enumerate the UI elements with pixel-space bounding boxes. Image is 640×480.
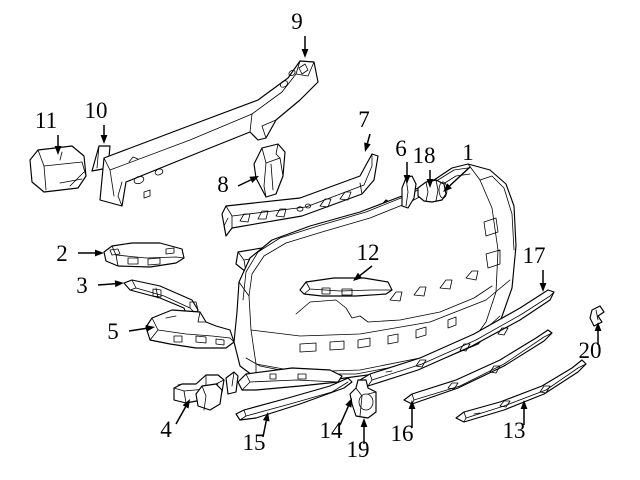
part-fragment-left-edge [225, 371, 239, 395]
callout-4: 4 [160, 399, 190, 442]
arrow-head-icon [95, 249, 104, 257]
callout-9: 9 [291, 9, 309, 58]
arrow-head-icon [301, 49, 309, 58]
arrow-head-icon [539, 283, 547, 292]
part-moulding-lower-right [455, 359, 587, 423]
callout-number-6: 6 [395, 136, 407, 161]
callout-number-1: 1 [462, 140, 474, 165]
callout-number-9: 9 [291, 9, 303, 34]
part-side-bracket [253, 143, 286, 198]
leader-line [128, 327, 147, 332]
part-retainer-clip [195, 383, 223, 411]
leader-line [449, 166, 471, 187]
leader-line [262, 420, 267, 438]
arrow-head-icon [54, 146, 62, 155]
callout-number-12: 12 [357, 240, 380, 265]
arrow-head-icon [114, 280, 124, 288]
callout-14: 14 [320, 398, 352, 443]
leader-line [175, 406, 187, 425]
callout-number-18: 18 [413, 143, 436, 168]
callout-13: 13 [503, 400, 528, 443]
leader-line [339, 405, 350, 426]
callout-7: 7 [358, 107, 371, 152]
part-energy-absorber-end [29, 145, 87, 193]
part-reinforcement-strip [299, 277, 393, 297]
callout-number-7: 7 [358, 107, 370, 132]
callout-number-17: 17 [523, 243, 546, 268]
callout-1: 1 [443, 140, 474, 192]
callout-8: 8 [217, 172, 259, 197]
arrow-head-icon [443, 183, 452, 192]
arrow-head-icon [345, 398, 352, 408]
callout-number-19: 19 [347, 437, 370, 462]
part-moulding-center [403, 329, 553, 405]
arrow-head-icon [594, 322, 602, 331]
arrow-head-icon [426, 179, 434, 188]
callout-6: 6 [395, 136, 411, 184]
callout-17: 17 [523, 243, 547, 292]
arrow-head-icon [145, 325, 155, 332]
arrow-head-icon [249, 176, 259, 183]
part-bracket-upper [103, 242, 185, 268]
callout-11: 11 [35, 108, 62, 155]
part-trim-strip-upper [237, 367, 343, 391]
part-park-sensor [417, 179, 448, 203]
callout-number-10: 10 [85, 98, 108, 123]
callout-20: 20 [579, 322, 602, 363]
callout-12: 12 [353, 240, 380, 281]
part-bracket-lower [145, 309, 235, 349]
callout-number-5: 5 [107, 319, 119, 344]
callout-number-13: 13 [503, 418, 526, 443]
callout-number-20: 20 [579, 338, 602, 363]
arrow-head-icon [100, 135, 108, 144]
arrow-head-icon [364, 142, 371, 152]
callout-2: 2 [56, 241, 104, 266]
callout-5: 5 [107, 319, 155, 344]
part-absorber-bar [221, 153, 379, 237]
part-bumper-cover [233, 163, 517, 383]
callout-19: 19 [347, 418, 370, 462]
part-clip-corner [589, 305, 605, 327]
callout-number-4: 4 [160, 417, 172, 442]
callout-16: 16 [391, 400, 416, 446]
leader-line [366, 133, 371, 144]
callout-number-14: 14 [320, 418, 344, 443]
arrow-head-icon [520, 400, 528, 409]
callout-number-2: 2 [56, 241, 68, 266]
part-moulding-upper-right [359, 289, 555, 387]
callout-15: 15 [243, 412, 270, 455]
arrow-head-icon [182, 399, 190, 409]
part-sensor-bracket [349, 379, 377, 419]
arrow-head-icon [353, 272, 363, 281]
arrow-head-icon [360, 418, 368, 427]
arrow-head-icon [408, 400, 416, 409]
leader-line [359, 265, 373, 277]
leader-line [97, 282, 116, 286]
callout-18: 18 [413, 143, 436, 188]
part-impact-bar [99, 60, 319, 207]
callout-number-16: 16 [391, 421, 414, 446]
callout-number-3: 3 [76, 273, 88, 298]
callout-number-8: 8 [217, 172, 229, 197]
part-bracket-middle [123, 279, 199, 315]
arrow-head-icon [262, 412, 270, 422]
arrow-head-icon [403, 175, 411, 184]
part-moulding-lower-left [235, 377, 353, 421]
leader-line [237, 179, 252, 187]
callout-number-15: 15 [243, 430, 266, 455]
callout-10: 10 [85, 98, 108, 144]
callout-number-11: 11 [35, 108, 57, 133]
callout-3: 3 [76, 273, 124, 298]
